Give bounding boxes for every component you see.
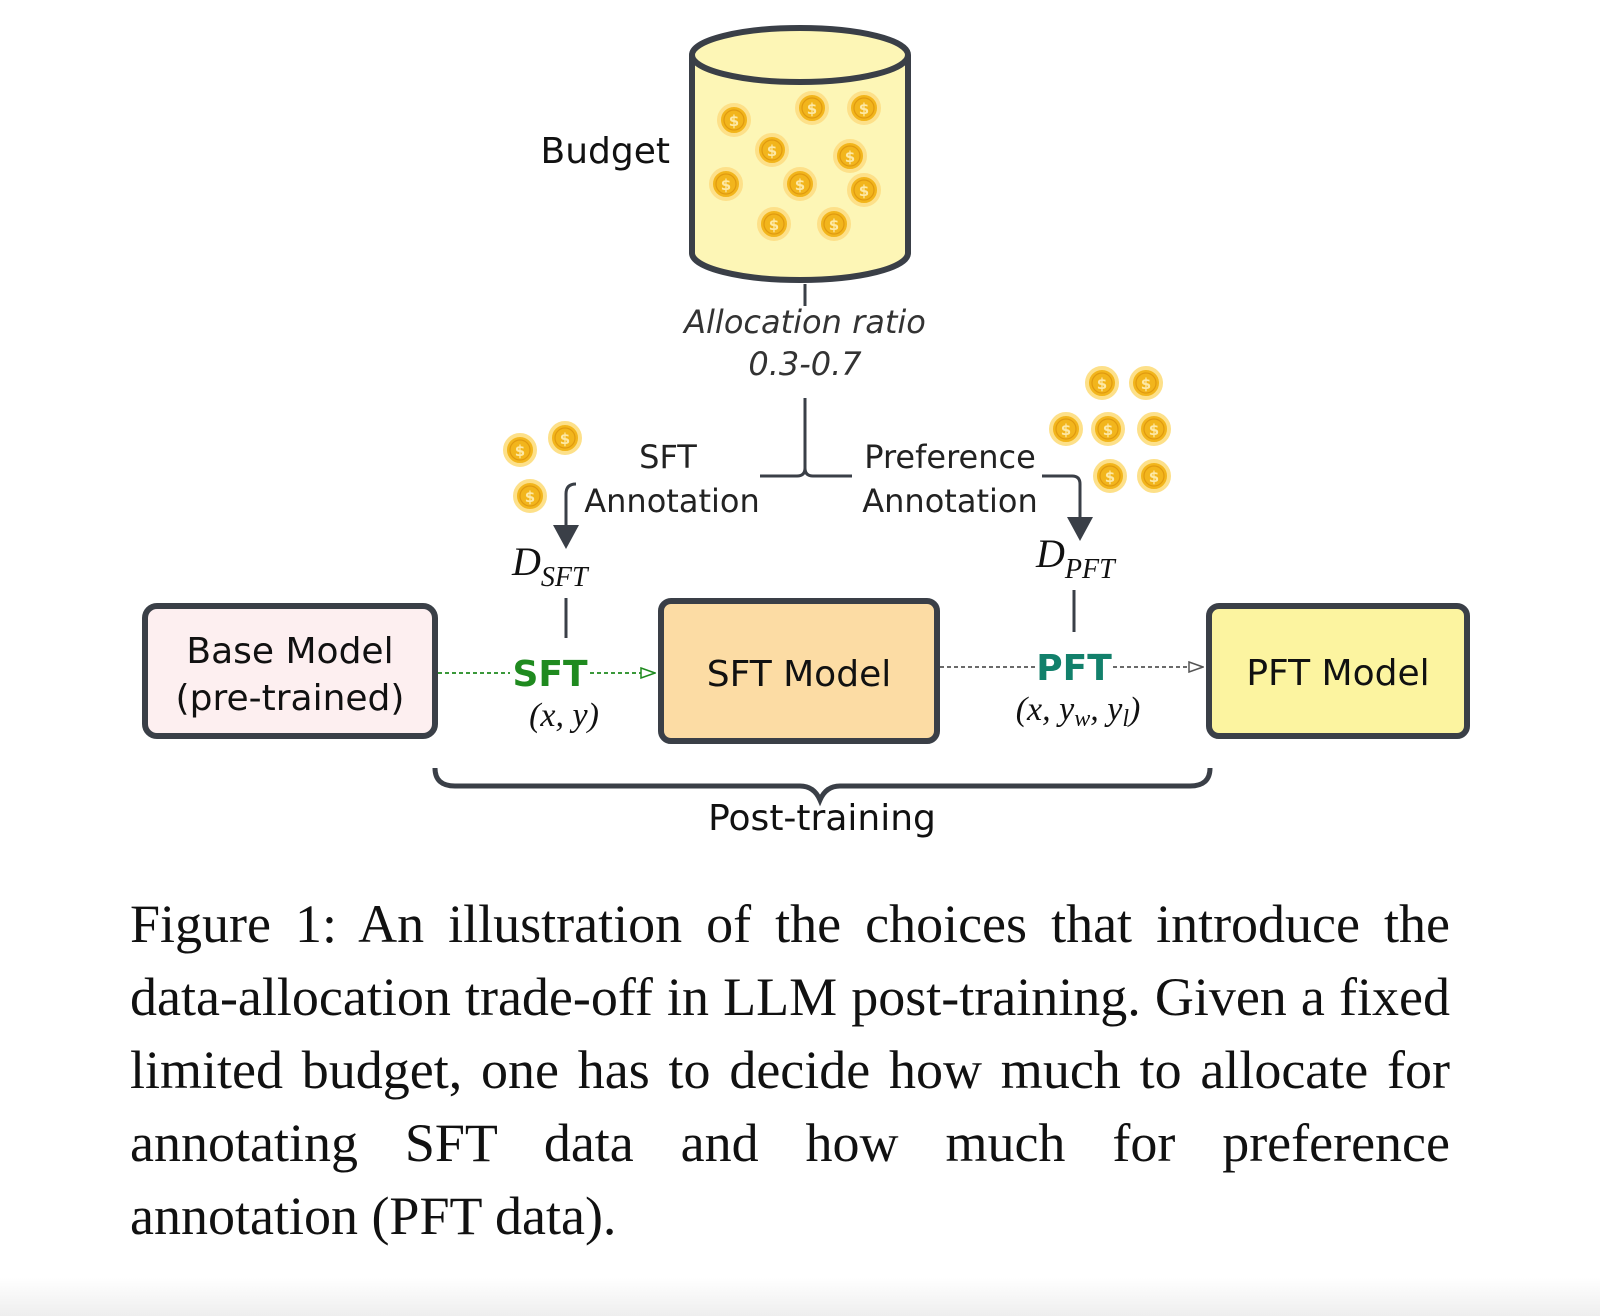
dollar-coin-icon [1091,412,1125,446]
budget-cylinder-icon [689,25,911,283]
preference-annotation-line1: Preference [864,438,1036,476]
dollar-coin-icon [503,433,537,467]
dollar-coin-icon [847,173,881,207]
sft-annotation-line1: SFT [639,438,697,476]
sft-coins [503,421,582,513]
split-right-line [803,467,852,478]
figure-caption: Figure 1: An illustration of the choices… [130,894,1450,1246]
d-pft-label: DPFT [1035,531,1117,585]
allocation-ratio-range: 0.3-0.7 [748,345,862,383]
post-training-diagram: $ Budget Allocation ratio 0.3-0.7 SFT An… [142,25,1470,839]
d-sft-label: DSFT [511,539,590,593]
pft-model-title: PFT Model [1246,653,1429,694]
dollar-coin-icon [1137,459,1171,493]
preference-annotation-arrow [1042,474,1082,517]
post-training-brace [432,767,1213,807]
dollar-coin-icon [833,139,867,173]
dollar-coin-icon [847,91,881,125]
sft-annotation-arrow [564,482,577,525]
base-model-subtitle: (pre-trained) [176,678,405,719]
dollar-coin-icon [548,421,582,455]
dollar-coin-icon [1093,459,1127,493]
allocation-ratio-label: Allocation ratio [682,303,926,341]
dollar-coin-icon [757,207,791,241]
sft-model-box: SFT Model [658,598,940,744]
dollar-coin-icon [795,91,829,125]
dollar-coin-icon [513,479,547,513]
pft-arrowhead-icon [1067,517,1093,541]
sft-annotation-line2: Annotation [584,482,759,520]
preference-annotation-line2: Annotation [862,482,1037,520]
dollar-coin-icon [709,167,743,201]
dollar-coin-icon [783,167,817,201]
base-model-box: Base Model (pre-trained) [142,603,438,739]
sft-arrowhead-icon [553,525,579,549]
split-left-line [760,398,807,478]
preference-coins [1049,366,1171,493]
pft-step-label: PFT [1036,648,1112,689]
sft-data-format: (x, y) [529,697,599,734]
dollar-coin-icon [1085,366,1119,400]
dollar-coin-icon [1129,366,1163,400]
dollar-coin-icon [1137,412,1171,446]
sft-model-title: SFT Model [707,654,891,695]
page-bottom-edge [0,1278,1600,1316]
pft-data-format: (x, yw, yl) [1016,691,1141,732]
dollar-coin-icon [755,133,789,167]
dollar-coin-icon [817,207,851,241]
dollar-coin-icon [717,103,751,137]
post-training-label: Post-training [708,798,936,839]
sft-step-label: SFT [512,654,588,695]
budget-label: Budget [541,131,670,172]
base-model-title: Base Model [186,631,393,672]
dollar-coin-icon [1049,412,1083,446]
pft-model-box: PFT Model [1206,603,1470,739]
